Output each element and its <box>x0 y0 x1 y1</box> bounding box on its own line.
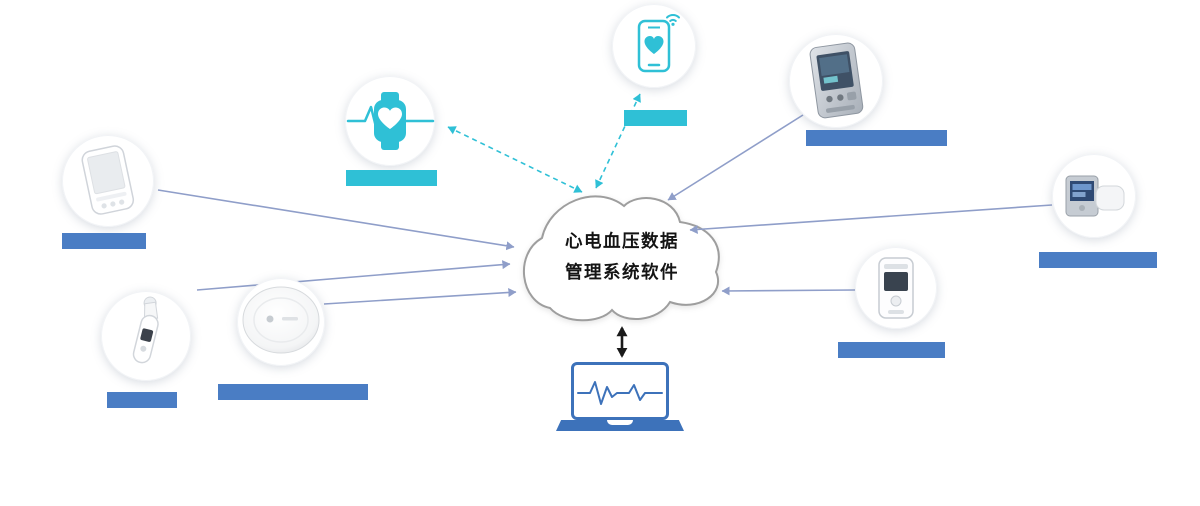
node-bp-monitor <box>789 34 883 128</box>
arrow-recorder-to-cloud <box>721 286 856 296</box>
node-bp-module-cuff <box>1052 154 1136 238</box>
cloud-shape <box>522 195 720 322</box>
laptop-ecg-icon <box>571 362 669 420</box>
arrow-handheld-to-cloud <box>157 189 515 251</box>
label-handheld-monitor <box>62 233 146 249</box>
label-ear-thermometer <box>107 392 177 408</box>
node-ecg-recorder <box>855 247 937 329</box>
ear-thermometer-icon <box>132 296 159 364</box>
label-smartwatch <box>346 170 437 186</box>
laptop-base <box>556 420 684 431</box>
cloud-title: 心电血压数据 管理系统软件 <box>534 226 710 288</box>
node-smartwatch <box>345 76 435 166</box>
bp-device-with-cuff-icon <box>1065 175 1125 217</box>
node-handheld-monitor <box>62 135 154 227</box>
label-ecg-recorder <box>838 342 945 358</box>
cloud-title-line2: 管理系统软件 <box>565 262 679 282</box>
arrow-bp-module-to-cloud <box>689 204 1053 234</box>
node-wireless-patch <box>237 278 325 366</box>
smartphone-health-app-icon <box>637 14 680 73</box>
label-bp-monitor <box>806 130 947 146</box>
laptop-ecg-waveform <box>577 381 663 405</box>
node-ear-thermometer <box>101 291 191 381</box>
ecg-holter-recorder-icon <box>878 257 914 319</box>
node-smartphone <box>612 4 696 88</box>
handheld-ecg-device-icon <box>81 145 135 215</box>
laptop-notch <box>607 420 633 425</box>
arrow-cloud-watch-dashed <box>447 126 583 193</box>
cloud-title-line1: 心电血压数据 <box>565 231 679 251</box>
label-bp-module-cuff <box>1039 252 1157 268</box>
arrow-cloud-phone-dashed <box>595 93 641 189</box>
label-smartphone <box>624 110 687 126</box>
arrow-patch-to-cloud <box>323 287 517 305</box>
round-patch-recorder-icon <box>242 286 320 354</box>
label-wireless-patch <box>218 384 368 400</box>
arrow-bp-monitor-to-cloud <box>667 114 804 201</box>
ambulatory-bp-monitor-icon <box>809 42 864 119</box>
smartwatch-heartbeat-icon <box>346 92 435 150</box>
arrow-thermometer-to-cloud <box>196 260 511 291</box>
